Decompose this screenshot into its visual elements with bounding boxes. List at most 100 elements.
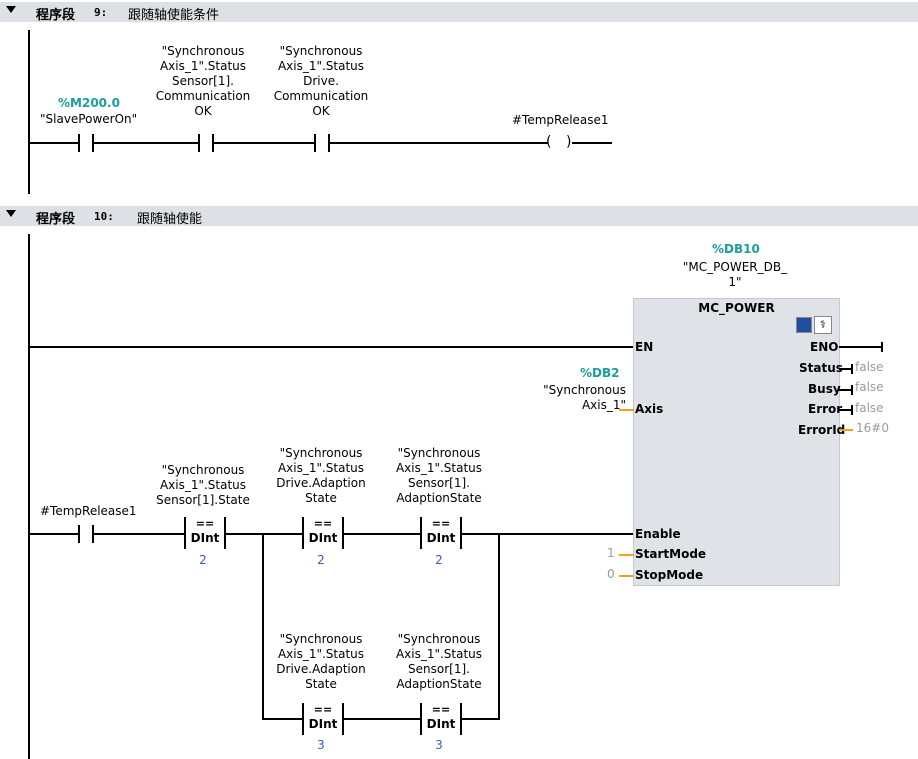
contact-right-bar[interactable] <box>92 525 94 543</box>
compare-box-3[interactable]: == DInt <box>420 517 462 549</box>
segment-keyword: 程序段 <box>36 8 76 23</box>
compare-value: 3 <box>317 738 325 752</box>
busy-stub-end <box>851 385 853 395</box>
eno-wire <box>839 346 883 348</box>
pin-enable: Enable <box>635 527 681 541</box>
pin-status: Status <box>799 361 843 375</box>
errorid-stub <box>839 429 853 431</box>
cmp4-operand: "Synchronous Axis_1".Status Drive.Adapti… <box>268 632 374 692</box>
busy-value: false <box>855 380 884 394</box>
contact-left-bar[interactable] <box>198 134 200 152</box>
operand-line: Axis_1".Status <box>277 461 365 475</box>
contact-left-bar[interactable] <box>78 525 80 543</box>
axis-param-address: %DB2 <box>580 366 620 380</box>
coil-operand: #TempRelease1 <box>512 113 609 127</box>
operand-line: "Synchronous <box>161 44 245 58</box>
axis-param-line: Axis_1" <box>581 398 626 412</box>
compare-type: DInt <box>426 717 456 731</box>
rung-wire <box>28 533 78 535</box>
compare-value: 3 <box>435 738 443 752</box>
error-value: false <box>855 401 884 415</box>
compare-value: 2 <box>435 553 443 567</box>
busy-stub <box>839 389 853 391</box>
stopmode-stub <box>619 575 634 577</box>
eno-wire-end <box>881 342 883 352</box>
collapse-triangle-icon[interactable] <box>6 6 16 13</box>
block-type: MC_POWER <box>698 301 775 315</box>
contact3-operand: "Synchronous Axis_1".Status Drive. Commu… <box>268 44 374 119</box>
operand-line: Sensor[1]. <box>408 662 470 676</box>
operand-line: Drive.Adaption <box>276 662 366 676</box>
operand-line: Sensor[1]. <box>172 74 234 88</box>
operand-line: AdaptionState <box>396 677 482 691</box>
errorid-value: 16#0 <box>856 421 889 435</box>
branch-wire <box>460 718 500 720</box>
compare-box-1[interactable]: == DInt <box>184 517 226 549</box>
operand-line: State <box>305 677 337 691</box>
coil-left-paren[interactable]: ( <box>546 134 552 150</box>
operand-line: "Synchronous <box>161 463 245 477</box>
pin-axis: Axis <box>635 402 664 416</box>
operand-line: Axis_1".Status <box>395 461 483 475</box>
compare-box-5[interactable]: == DInt <box>420 703 462 735</box>
pin-errorid: ErrorId <box>798 423 846 437</box>
rung-wire <box>572 142 612 144</box>
operand-line: Axis_1".Status <box>159 59 247 73</box>
compare-operator: == <box>431 703 451 716</box>
operand-line: OK <box>312 104 330 118</box>
cmp1-operand: "Synchronous Axis_1".Status Sensor[1].St… <box>150 463 256 508</box>
contact-left-bar[interactable] <box>314 134 316 152</box>
operand-line: AdaptionState <box>396 491 482 505</box>
contact-right-bar[interactable] <box>212 134 214 152</box>
rung-wire <box>94 533 186 535</box>
compare-type: DInt <box>308 531 338 545</box>
contact1-address: %M200.0 <box>58 96 120 110</box>
pin-en: EN <box>635 340 654 354</box>
contact-right-bar[interactable] <box>92 134 94 152</box>
cmp5-operand: "Synchronous Axis_1".Status Sensor[1]. A… <box>386 632 492 692</box>
db-name-line: "MC_POWER_DB_ <box>682 260 788 274</box>
pin-eno: ENO <box>810 340 839 354</box>
branch-wire <box>342 718 422 720</box>
rung-wire <box>342 533 422 535</box>
collapse-triangle-icon[interactable] <box>6 210 16 217</box>
status-value: false <box>855 360 884 374</box>
mc-power-block[interactable]: MC_POWER ⚕ EN Axis Enable StartMode Stop… <box>633 298 845 586</box>
coil-right-paren[interactable]: ) <box>566 134 572 150</box>
pin-error: Error <box>808 402 843 416</box>
stopmode-value: 0 <box>607 567 615 581</box>
rung-wire <box>214 142 314 144</box>
operand-line: "Synchronous <box>279 44 363 58</box>
pin-startmode: StartMode <box>635 547 707 561</box>
operand-line: "Synchronous <box>397 632 481 646</box>
rung-wire <box>224 533 304 535</box>
compare-box-2[interactable]: == DInt <box>302 517 344 549</box>
branch-wire <box>498 533 500 720</box>
cmp3-operand: "Synchronous Axis_1".Status Sensor[1]. A… <box>386 446 492 506</box>
diagnostic-icon[interactable]: ⚕ <box>814 316 832 334</box>
compare-operator: == <box>313 703 333 716</box>
compare-box-4[interactable]: == DInt <box>302 703 344 735</box>
contact-right-bar[interactable] <box>328 134 330 152</box>
compare-type: DInt <box>426 531 456 545</box>
axis-param-name: "Synchronous Axis_1" <box>528 383 626 413</box>
segment-header-9[interactable]: 程序段 9: 跟随轴使能条件 <box>0 2 918 23</box>
operand-line: Drive. <box>303 74 339 88</box>
status-stub-end <box>851 364 853 374</box>
rung-wire <box>94 142 198 144</box>
operand-line: Drive.Adaption <box>276 476 366 490</box>
error-stub <box>839 409 853 411</box>
contact2-operand: "Synchronous Axis_1".Status Sensor[1]. C… <box>150 44 256 119</box>
pin-stopmode: StopMode <box>635 568 704 582</box>
branch-wire <box>262 533 264 720</box>
operand-line: "Synchronous <box>279 632 363 646</box>
operand-line: Axis_1".Status <box>277 647 365 661</box>
segment-title: 跟随轴使能 <box>137 212 203 227</box>
startmode-value: 1 <box>607 546 615 560</box>
cmp2-operand: "Synchronous Axis_1".Status Drive.Adapti… <box>268 446 374 506</box>
block-icon[interactable] <box>796 317 812 333</box>
compare-type: DInt <box>190 531 220 545</box>
contact-left-bar[interactable] <box>78 134 80 152</box>
en-wire <box>28 346 634 348</box>
segment-header-10[interactable]: 程序段 10: 跟随轴使能 <box>0 206 918 227</box>
